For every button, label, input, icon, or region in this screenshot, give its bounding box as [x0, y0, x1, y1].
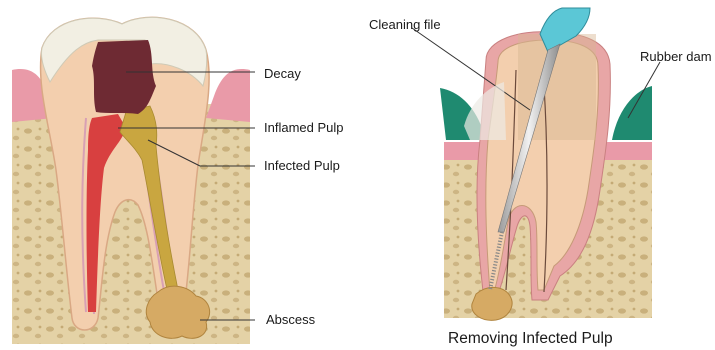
label-rubber-dam: Rubber dam — [640, 50, 712, 63]
label-inflamed-pulp: Inflamed Pulp — [264, 121, 344, 134]
caption-removing-infected-pulp: Removing Infected Pulp — [448, 331, 613, 347]
label-cleaning-file: Cleaning file — [369, 18, 441, 31]
right-tooth-diagram — [412, 8, 660, 320]
label-abscess: Abscess — [266, 313, 315, 326]
abscess-right — [472, 287, 512, 320]
decay — [92, 40, 156, 114]
label-decay: Decay — [264, 67, 301, 80]
left-tooth-diagram — [12, 17, 255, 344]
label-infected-pulp: Infected Pulp — [264, 159, 340, 172]
